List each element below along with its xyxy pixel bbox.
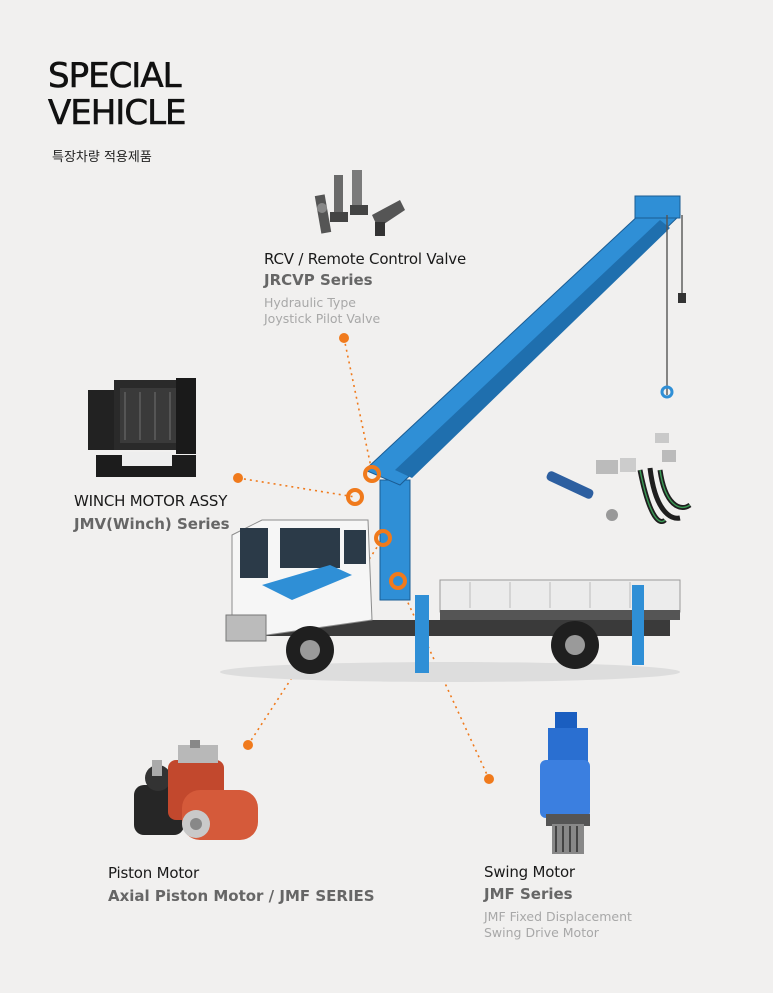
piston-name: Piston Motor <box>108 864 199 882</box>
winch-marker-dot <box>233 473 243 483</box>
piston-series: Axial Piston Motor / JMF SERIES <box>108 887 375 905</box>
winch-label-group: WINCH MOTOR ASSY JMV(Winch) Series <box>74 492 230 533</box>
piston-motor-image <box>134 740 258 840</box>
rcv-marker-dot <box>339 333 349 343</box>
rcv-series: JRCVP Series <box>264 271 373 289</box>
rcv-label-group: RCV / Remote Control Valve JRCVP Series … <box>264 250 466 327</box>
hydraulic-fittings-image <box>546 433 692 524</box>
winch-series: JMV(Winch) Series <box>74 515 230 533</box>
piston-marker-dot <box>243 740 253 750</box>
swing-desc-line2: Swing Drive Motor <box>484 925 599 940</box>
connector-winch <box>237 477 356 498</box>
swing-desc-line1: JMF Fixed Displacement <box>484 909 632 924</box>
connector-rcv <box>343 337 373 473</box>
rcv-name: RCV / Remote Control Valve <box>264 250 466 268</box>
piston-label-group: Piston Motor Axial Piston Motor / JMF SE… <box>108 864 375 905</box>
swing-name: Swing Motor <box>484 863 575 881</box>
swing-motor-image <box>540 712 590 854</box>
winch-name: WINCH MOTOR ASSY <box>74 492 228 510</box>
page-subtitle: 특장차량 적용제품 <box>52 150 152 165</box>
swing-series: JMF Series <box>484 885 573 903</box>
page-title-line1: SPECIAL <box>48 56 182 96</box>
swing-marker-dot <box>484 774 494 784</box>
rcv-desc-line2: Joystick Pilot Valve <box>264 311 381 326</box>
crane-truck-image <box>220 195 686 682</box>
page-title-line2: VEHICLE <box>48 93 187 133</box>
joystick-valve-image <box>314 170 405 236</box>
winch-motor-image <box>88 378 196 477</box>
swing-label-group: Swing Motor JMF Series JMF Fixed Displac… <box>484 863 632 941</box>
rcv-desc-line1: Hydraulic Type <box>264 295 356 310</box>
page-title: SPECIAL VEHICLE <box>48 56 187 133</box>
